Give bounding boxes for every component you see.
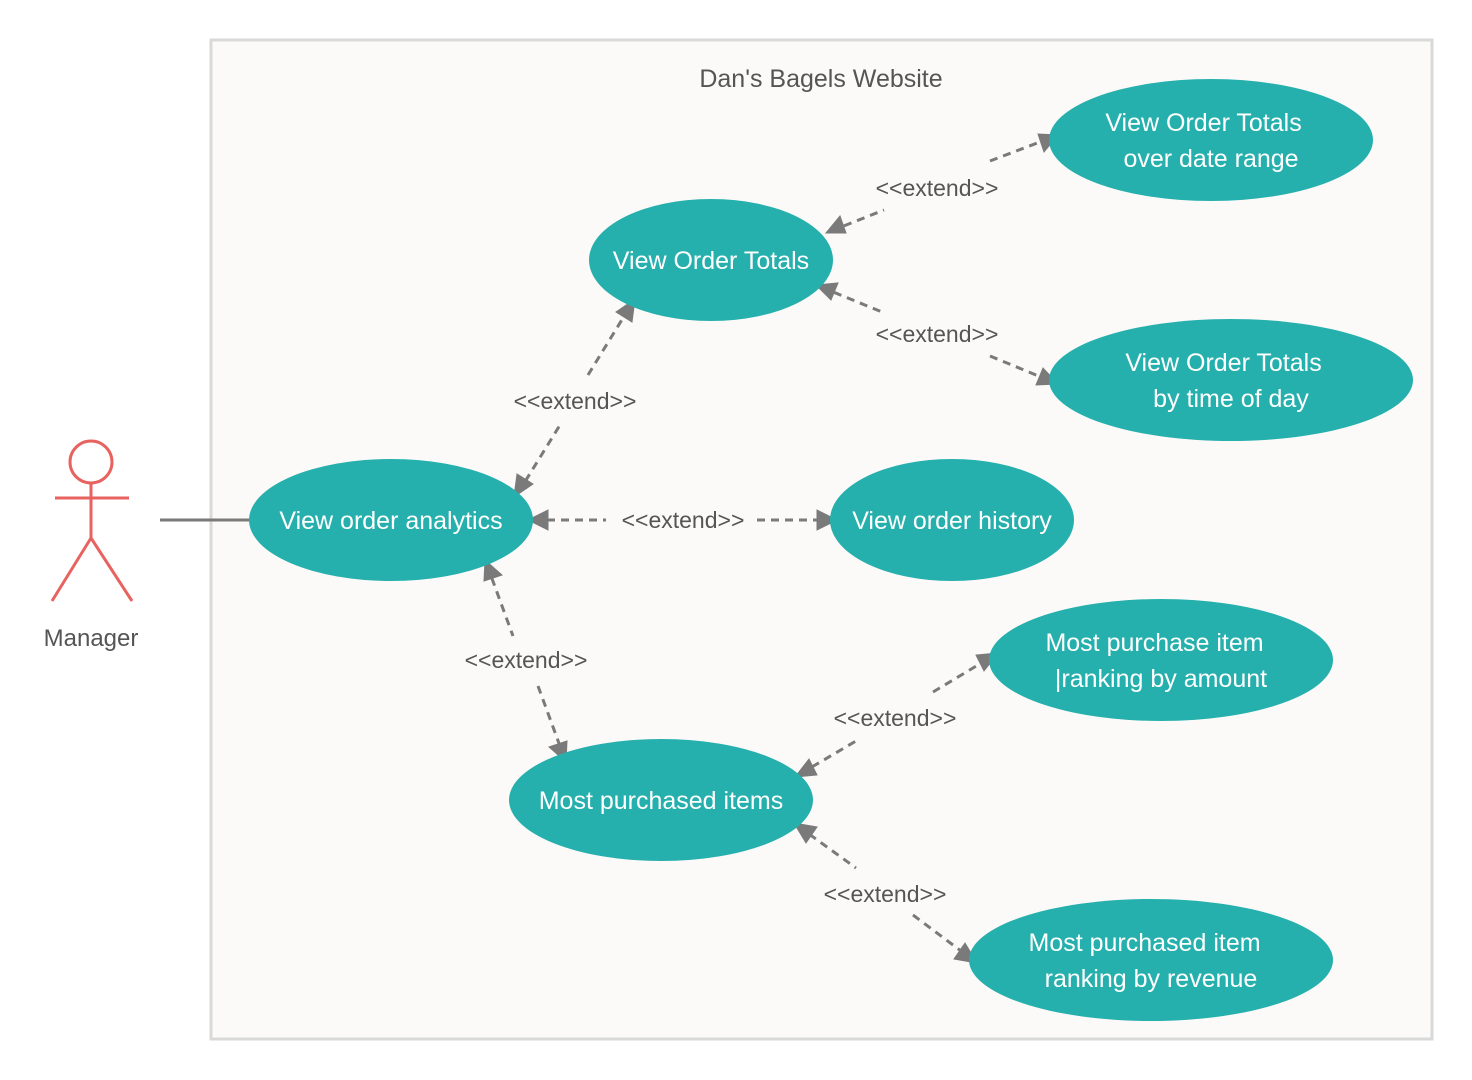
use-case-label: View order analytics xyxy=(279,507,502,535)
arrowhead-into-totals-from-time xyxy=(814,282,839,301)
svg-text:Most purchase item |rank: Most purchase item |ranking by amount xyxy=(1045,629,1270,693)
use-case-label-line2: ranking by revenue xyxy=(1045,965,1258,993)
system-title: Dan's Bagels Website xyxy=(699,65,942,93)
use-case-most-purchased-items[interactable]: Most purchased items xyxy=(509,739,813,861)
use-case-shape xyxy=(969,899,1333,1021)
label-analytics-most: <<extend>> xyxy=(465,647,588,673)
label-bg-analytics-most xyxy=(453,645,599,675)
label-bg-most-amount xyxy=(822,703,968,733)
connector-most-amount-left xyxy=(799,739,857,776)
use-case-label: View order history xyxy=(852,507,1052,535)
use-case-totals-by-time-of-day[interactable]: View Order Totals by time of day xyxy=(1049,319,1413,441)
use-case-label-line1: Most purchase item xyxy=(1045,629,1263,657)
actor-label: Manager xyxy=(44,625,139,652)
use-case-label: Most purchased items xyxy=(539,787,784,815)
svg-text:View order analytics: View order analytics xyxy=(279,507,502,535)
label-most-revenue: <<extend>> xyxy=(824,881,947,907)
arrowhead-into-analytics-from-totals xyxy=(513,473,534,499)
use-case-label-line1: View Order Totals xyxy=(1105,109,1301,137)
use-case-shape xyxy=(509,739,813,861)
use-case-shape xyxy=(1049,319,1413,441)
actor-head xyxy=(68,439,114,485)
svg-text:Most purchased items: Most purchased items xyxy=(539,787,784,815)
label-most-amount: <<extend>> xyxy=(834,705,957,731)
use-case-totals-over-date-range[interactable]: View Order Totals over date range xyxy=(1049,79,1373,201)
use-case-ranking-by-amount[interactable]: Most purchase item |ranking by amount xyxy=(989,599,1333,721)
use-case-shape xyxy=(989,599,1333,721)
arrowhead-into-analytics-from-most xyxy=(483,558,503,582)
connector-analytics-most-upper xyxy=(485,564,515,637)
use-case-label-line2: over date range xyxy=(1123,145,1298,173)
arrowhead-into-totals-from-range xyxy=(824,214,847,234)
svg-text:View Order Totals by tim: View Order Totals by time of day xyxy=(1125,349,1328,413)
actor-right-leg xyxy=(89,537,134,602)
actor-left-leg xyxy=(50,537,93,602)
actor-manager xyxy=(50,439,134,602)
use-case-shape xyxy=(589,199,833,321)
use-case-shape xyxy=(249,459,533,581)
use-case-view-order-history[interactable]: View order history xyxy=(830,459,1074,581)
connector-totals-time-left xyxy=(820,285,883,314)
label-analytics-history: <<extend>> xyxy=(622,507,745,533)
use-case-label-line2: by time of day xyxy=(1153,385,1309,413)
use-case-ranking-by-revenue[interactable]: Most purchased item ranking by revenue xyxy=(969,899,1333,1021)
arrowhead-into-most-from-amount xyxy=(793,758,818,778)
use-case-shape xyxy=(830,459,1074,581)
arrowhead-into-history xyxy=(816,509,839,531)
arrowhead-into-most-from-revenue xyxy=(793,822,818,844)
label-totals-range: <<extend>> xyxy=(876,175,999,201)
use-case-label-line2: |ranking by amount xyxy=(1055,665,1267,693)
svg-text:View Order Totals over d: View Order Totals over date range xyxy=(1105,109,1308,173)
arrowhead-into-analytics-from-history xyxy=(526,509,549,531)
label-analytics-totals: <<extend>> xyxy=(514,388,637,414)
connector-totals-range-left xyxy=(830,208,885,233)
use-case-view-order-analytics[interactable]: View order analytics xyxy=(249,459,533,581)
use-case-label-line1: View Order Totals xyxy=(1125,349,1321,377)
label-bg-totals-range xyxy=(864,173,1010,203)
use-case-label: View Order Totals xyxy=(613,247,809,275)
label-bg-most-revenue xyxy=(812,879,958,909)
svg-text:View order history: View order history xyxy=(852,507,1052,535)
relation-labels: <<extend>> <<extend>> <<extend>> <<exten… xyxy=(453,173,1010,909)
label-bg-analytics-history xyxy=(610,505,756,535)
connector-most-revenue-left xyxy=(797,824,857,870)
label-totals-time: <<extend>> xyxy=(876,321,999,347)
label-bg-totals-time xyxy=(864,319,1010,349)
use-case-view-order-totals[interactable]: View Order Totals xyxy=(589,199,833,321)
use-case-shape xyxy=(1049,79,1373,201)
label-bg-analytics-totals xyxy=(503,386,645,416)
svg-text:Most purchased item rank: Most purchased item ranking by revenue xyxy=(1029,929,1268,993)
use-case-label-line1: Most purchased item xyxy=(1029,929,1261,957)
svg-text:View Order Totals: View Order Totals xyxy=(613,247,809,275)
